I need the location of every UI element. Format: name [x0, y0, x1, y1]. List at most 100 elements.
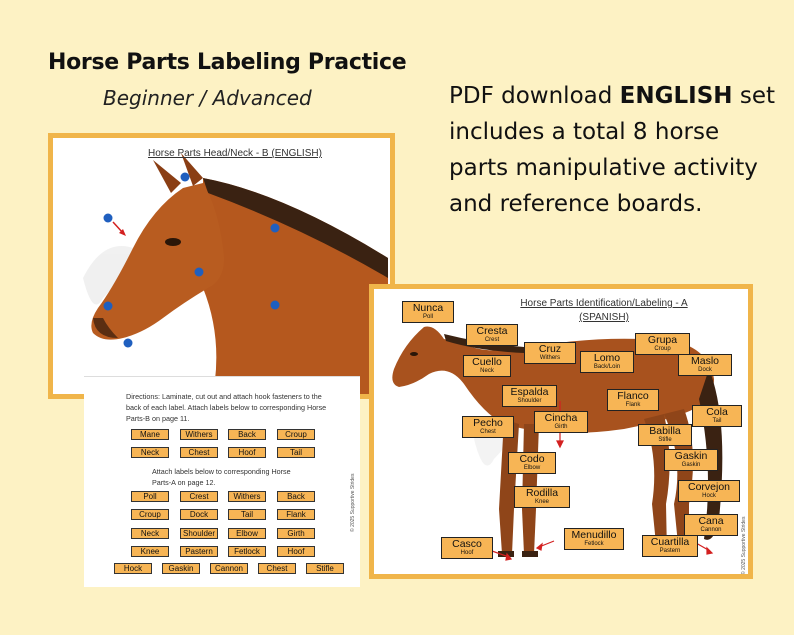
label-chip[interactable]: Croup [131, 509, 169, 520]
label-chip[interactable]: Tail [228, 509, 266, 520]
tag-english: Poll [422, 314, 433, 320]
tag-spanish: Lomo [593, 352, 621, 364]
label-chip[interactable]: Gaskin [162, 563, 200, 574]
horse-head-illustration [83, 153, 388, 394]
tag-spanish: Casco [452, 538, 482, 550]
tag-english: Dock [698, 367, 712, 373]
tag-spanish: Cuello [472, 356, 502, 368]
label-chip[interactable]: Neck [131, 447, 169, 458]
label-chip[interactable]: Tail [277, 447, 315, 458]
tag-spanish: Maslo [690, 355, 719, 367]
tag-spanish: Rodilla [525, 487, 559, 499]
tag-english: Crest [484, 337, 500, 343]
tag-spanish: Flanco [617, 390, 649, 402]
tag-spanish: Menudillo [571, 529, 617, 541]
label-chip[interactable]: Back [277, 491, 315, 502]
page-title: Horse Parts Labeling Practice [48, 50, 407, 75]
tag-english: Knee [534, 499, 549, 505]
label-chip[interactable]: Fetlock [228, 546, 266, 557]
tag-spanish: Grupa [647, 334, 678, 346]
tag-english: Hock [702, 493, 716, 499]
tag-english: Gaskin [681, 462, 701, 468]
tag-english: Flank [625, 402, 641, 408]
label-chip[interactable]: Crest [180, 491, 218, 502]
copyright-text: © 2025 Supportive Strides [350, 473, 356, 532]
tag-english: Girth [554, 424, 568, 430]
label-chip[interactable]: Dock [180, 509, 218, 520]
label-chip[interactable]: Elbow [228, 528, 266, 539]
directions-text: Directions: Laminate, cut out and attach… [126, 392, 327, 423]
label-chip[interactable]: Neck [131, 528, 169, 539]
tag-spanish: Codo [519, 453, 545, 465]
label-chip[interactable]: Hoof [228, 447, 266, 458]
spanish-board-title: Horse Parts Identification/Labeling - A … [520, 298, 688, 323]
tag-english: Elbow [523, 465, 541, 471]
product-description: PDF download ENGLISH set includes a tota… [449, 78, 779, 222]
tag-english: Withers [539, 355, 561, 361]
copyright-text: © 2025 Supportive Strides [741, 516, 747, 575]
label-chip[interactable]: Mane [131, 429, 169, 440]
label-chip[interactable]: Chest [180, 447, 218, 458]
directions-text-2: Attach labels below to corresponding Hor… [152, 467, 291, 487]
description-text-2: set includes a total 8 horse parts manip… [449, 83, 775, 217]
label-chip[interactable]: Chest [258, 563, 296, 574]
tag-spanish: Cruz [538, 343, 562, 355]
label-chip[interactable]: Pastern [180, 546, 218, 557]
label-chip[interactable]: Back [228, 429, 266, 440]
label-chip[interactable]: Cannon [210, 563, 248, 574]
page-subtitle: Beginner / Advanced [103, 86, 312, 110]
label-chip[interactable]: Girth [277, 528, 315, 539]
tag-english: Stifle [658, 437, 672, 443]
tag-english: Back/Loin [593, 364, 621, 370]
head-neck-board-title: Horse Parts Head/Neck - B (ENGLISH) [148, 148, 322, 159]
description-text-1: PDF download [449, 83, 620, 109]
tag-spanish: Gaskin [674, 450, 708, 462]
tag-spanish: Cana [698, 515, 724, 527]
labels-cutout-sheet: Directions: Laminate, cut out and attach… [84, 376, 360, 587]
label-chip[interactable]: Withers [228, 491, 266, 502]
tag-spanish: Babilla [649, 425, 681, 437]
head-neck-board: Horse Parts Head/Neck - B (ENGLISH) [48, 133, 395, 399]
tag-spanish: Cincha [544, 412, 578, 424]
label-chip[interactable]: Hoof [277, 546, 315, 557]
label-chip[interactable]: Withers [180, 429, 218, 440]
tag-english: Cannon [700, 527, 722, 533]
label-chip[interactable]: Poll [131, 491, 169, 502]
label-chip[interactable]: Stifle [306, 563, 344, 574]
tag-spanish: Espalda [510, 386, 549, 398]
label-chip[interactable]: Knee [131, 546, 169, 557]
tag-english: Shoulder [517, 398, 542, 404]
description-bold: ENGLISH [619, 83, 733, 109]
tag-english: Chest [480, 429, 496, 435]
label-chip[interactable]: Flank [277, 509, 315, 520]
label-chip[interactable]: Shoulder [180, 528, 218, 539]
tag-english: Tail [712, 418, 722, 424]
label-chip[interactable]: Croup [277, 429, 315, 440]
blue-dot-marker [103, 172, 280, 348]
label-chip[interactable]: Hock [114, 563, 152, 574]
tag-spanish: Cresta [476, 325, 508, 337]
spanish-identification-board: Horse Parts Identification/Labeling - A … [369, 284, 753, 579]
tag-english: Hoof [460, 550, 474, 556]
